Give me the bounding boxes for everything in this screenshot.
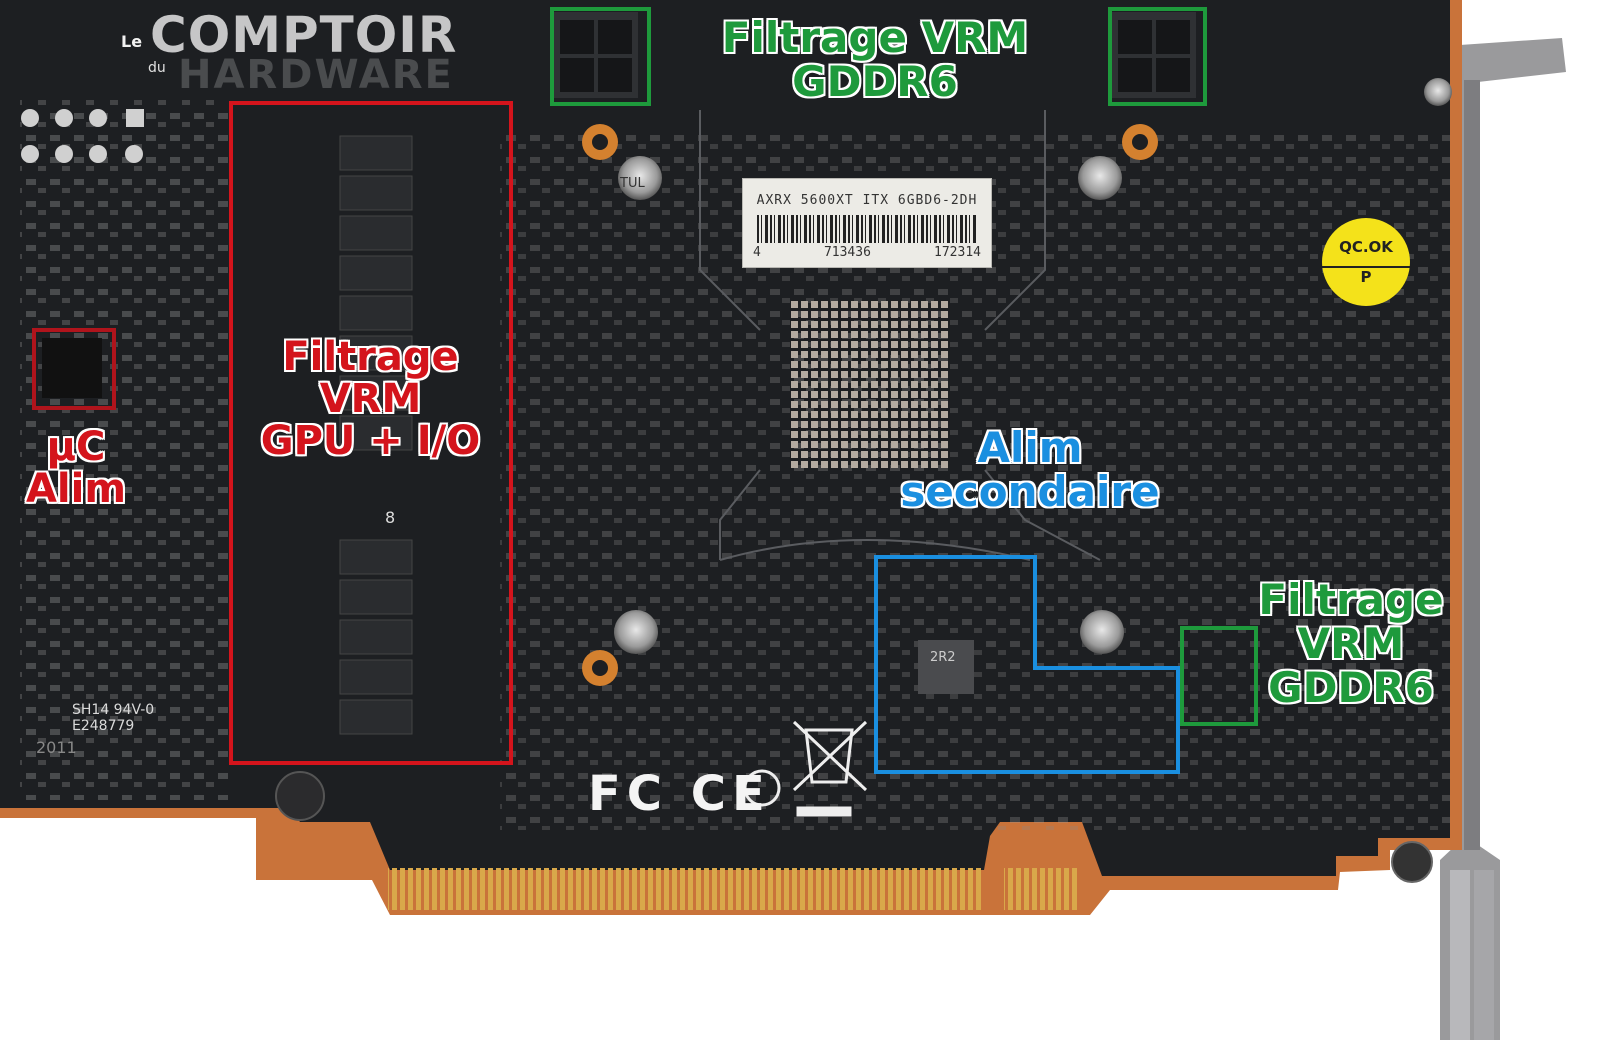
tul-screw-mark: TUL	[620, 176, 645, 191]
label-vrm-gpu-line3: GPU + I/O	[260, 418, 481, 464]
label-vrm-gddr6-right-line3: GDDR6	[1268, 663, 1434, 713]
label-alim-secondaire-line2: secondaire	[900, 467, 1160, 517]
alim-secondaire-box	[874, 555, 1180, 774]
barcode	[757, 215, 977, 243]
label-vrm-gpu-line1: Filtrage	[282, 334, 459, 380]
watermark-du: du	[148, 60, 166, 76]
silk-eight: 8	[385, 508, 396, 527]
label-vrm-gddr6-top: Filtrage VRM GDDR6	[700, 13, 1050, 107]
pcie-gold-fingers	[388, 868, 984, 910]
vrm-gpu-box	[229, 101, 513, 765]
label-vrm-gddr6-right: Filtrage VRM GDDR6	[1240, 575, 1462, 713]
io-bracket	[1440, 38, 1566, 1040]
label-vrm-gddr6-top-line1: Filtrage VRM	[721, 13, 1029, 62]
label-vrm-gpu: Filtrage VRM GPU + I/O	[248, 336, 493, 462]
weee-icon	[792, 720, 868, 817]
certification-marks: FC CE	[588, 766, 771, 822]
label-uc-alim-line2: Alim	[25, 466, 127, 512]
label-alim-secondaire-line1: Alim	[977, 423, 1083, 472]
vrm-gddr6-right-box	[1180, 626, 1258, 726]
label-uc-alim-line1: µC	[46, 424, 106, 470]
qc-line1: QC.OK	[1339, 238, 1393, 256]
silk-year: 2011	[36, 738, 77, 757]
ul-number: E248779	[72, 718, 135, 734]
vrm-gddr6-top-right-box	[1108, 7, 1207, 106]
inductor-marking: 2R2	[930, 650, 956, 665]
screws	[275, 78, 1452, 883]
ul-code: SH14 94V-0	[72, 702, 155, 718]
uc-alim-box	[32, 328, 116, 410]
vrm-gddr6-top-left-box	[550, 7, 651, 106]
barcode-right: 172314	[934, 245, 981, 260]
label-vrm-gddr6-right-line1: Filtrage	[1258, 575, 1444, 624]
mounting-holes	[582, 124, 1158, 686]
label-vrm-gddr6-right-line2: VRM	[1297, 619, 1405, 669]
barcode-mid: 713436	[823, 245, 871, 260]
sticker-model: AXRX 5600XT ITX 6GBD6-2DH	[756, 193, 978, 208]
label-alim-secondaire: Alim secondaire	[880, 423, 1180, 517]
qc-sticker: QC.OK P	[1322, 218, 1410, 306]
label-vrm-gddr6-top-line2: GDDR6	[792, 57, 958, 107]
watermark-hardware: HARDWARE	[178, 52, 454, 98]
vrm-mosfets	[339, 135, 413, 735]
barcode-left: 4	[753, 245, 761, 260]
model-sticker: AXRX 5600XT ITX 6GBD6-2DH 4 713436 17231…	[742, 178, 992, 268]
label-uc-alim: µC Alim	[14, 426, 138, 510]
gpu-traces	[699, 110, 1101, 561]
gpu-bga-area	[790, 300, 950, 470]
label-vrm-gpu-line2: VRM	[319, 376, 422, 422]
watermark-comptoir: COMPTOIR	[150, 6, 458, 64]
watermark-le: Le	[121, 32, 143, 51]
qc-line2: P	[1322, 266, 1410, 286]
